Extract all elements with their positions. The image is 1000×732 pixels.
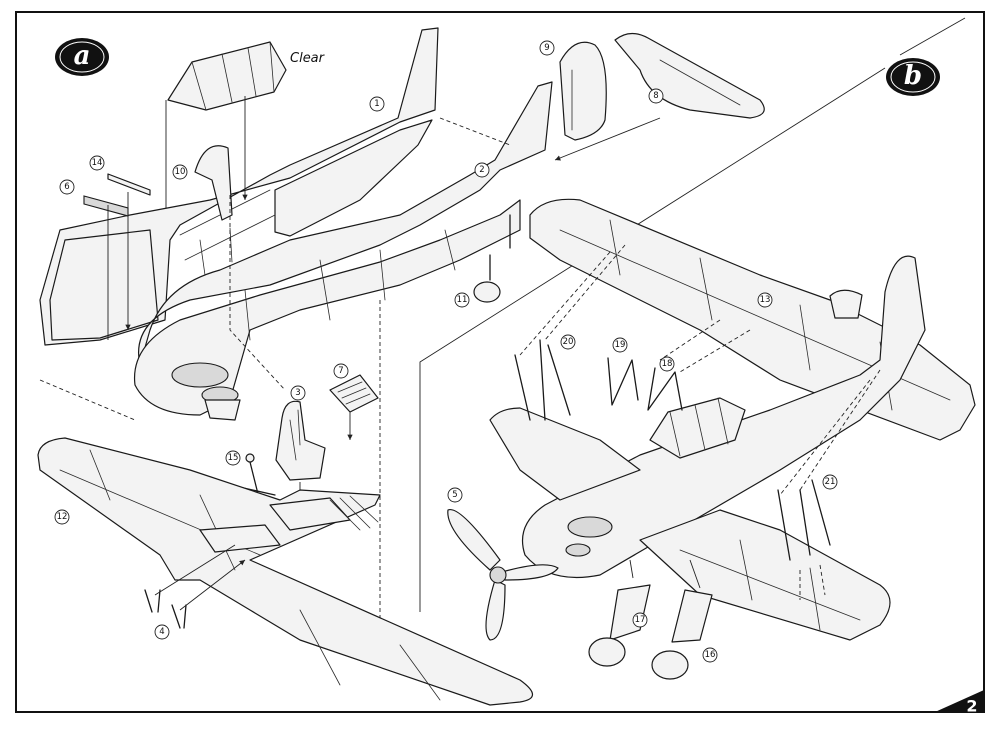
callout-10: 10	[172, 164, 188, 180]
instrument-panel-part	[194, 145, 233, 221]
step-b-badge: b	[886, 58, 940, 96]
page-number: 2	[966, 697, 977, 716]
svg-text:13: 13	[760, 295, 771, 305]
assembled-lower-wing	[489, 407, 891, 641]
svg-text:9: 9	[544, 43, 549, 53]
cabane-struts	[514, 339, 831, 561]
callout-11: 11	[454, 292, 470, 308]
svg-text:3: 3	[295, 388, 300, 398]
svg-text:16: 16	[705, 650, 716, 660]
svg-text:7: 7	[338, 366, 343, 376]
callout-14: 14	[89, 155, 105, 171]
svg-text:18: 18	[662, 359, 673, 369]
svg-text:17: 17	[635, 615, 646, 625]
part-callouts: 1 2 3 4 5 6 7 8 9 10 11 12 13 14 15 16 1…	[54, 40, 838, 663]
svg-text:4: 4	[159, 627, 164, 637]
propeller-part	[447, 509, 559, 641]
callout-5: 5	[447, 487, 463, 503]
svg-text:12: 12	[57, 512, 68, 522]
tailplane-part	[614, 32, 765, 119]
floor-pan-part	[329, 374, 379, 413]
rudder-part	[559, 41, 607, 141]
svg-text:21: 21	[825, 477, 836, 487]
svg-text:2: 2	[479, 165, 484, 175]
page-frame	[15, 11, 985, 713]
lower-wing-part	[37, 437, 534, 706]
svg-text:6: 6	[64, 182, 69, 192]
callout-19: 19	[612, 337, 628, 353]
callout-15: 15	[225, 450, 241, 466]
callout-7: 7	[333, 363, 349, 379]
clear-note: Clear	[290, 51, 326, 66]
callout-18: 18	[659, 356, 675, 372]
callout-9: 9	[539, 40, 555, 56]
callout-3: 3	[290, 385, 306, 401]
step-a-badge: a	[55, 38, 109, 76]
callout-8: 8	[648, 88, 664, 104]
svg-text:5: 5	[452, 490, 457, 500]
callout-17: 17	[632, 612, 648, 628]
fuselage-left-half	[39, 27, 439, 346]
seat-part	[275, 400, 326, 481]
svg-text:15: 15	[228, 453, 239, 463]
svg-text:14: 14	[92, 158, 103, 168]
fuselage-right-half	[133, 81, 553, 421]
canopy-part	[167, 41, 287, 111]
callout-4: 4	[154, 624, 170, 640]
landing-gear-struts	[144, 544, 245, 629]
step-b-label: b	[904, 61, 922, 91]
control-rod-part	[107, 173, 151, 196]
step-a-label: a	[74, 41, 91, 71]
assembled-aircraft	[521, 255, 926, 579]
step-divider-line	[419, 17, 966, 612]
callout-20: 20	[560, 334, 576, 350]
callout-12: 12	[54, 509, 70, 525]
svg-text:19: 19	[615, 340, 626, 350]
callout-16: 16	[702, 647, 718, 663]
callout-2: 2	[474, 162, 490, 178]
page-number-tab: 2	[935, 690, 984, 716]
callout-1: 1	[369, 96, 385, 112]
svg-text:8: 8	[653, 91, 658, 101]
svg-text:20: 20	[563, 337, 574, 347]
svg-text:11: 11	[457, 295, 468, 305]
radiator-grille-part	[83, 195, 129, 217]
callout-13: 13	[757, 292, 773, 308]
callout-6: 6	[59, 179, 75, 195]
tailwheel-part	[473, 214, 511, 303]
callout-21: 21	[822, 474, 838, 490]
svg-text:10: 10	[175, 167, 186, 177]
svg-text:1: 1	[374, 99, 379, 109]
